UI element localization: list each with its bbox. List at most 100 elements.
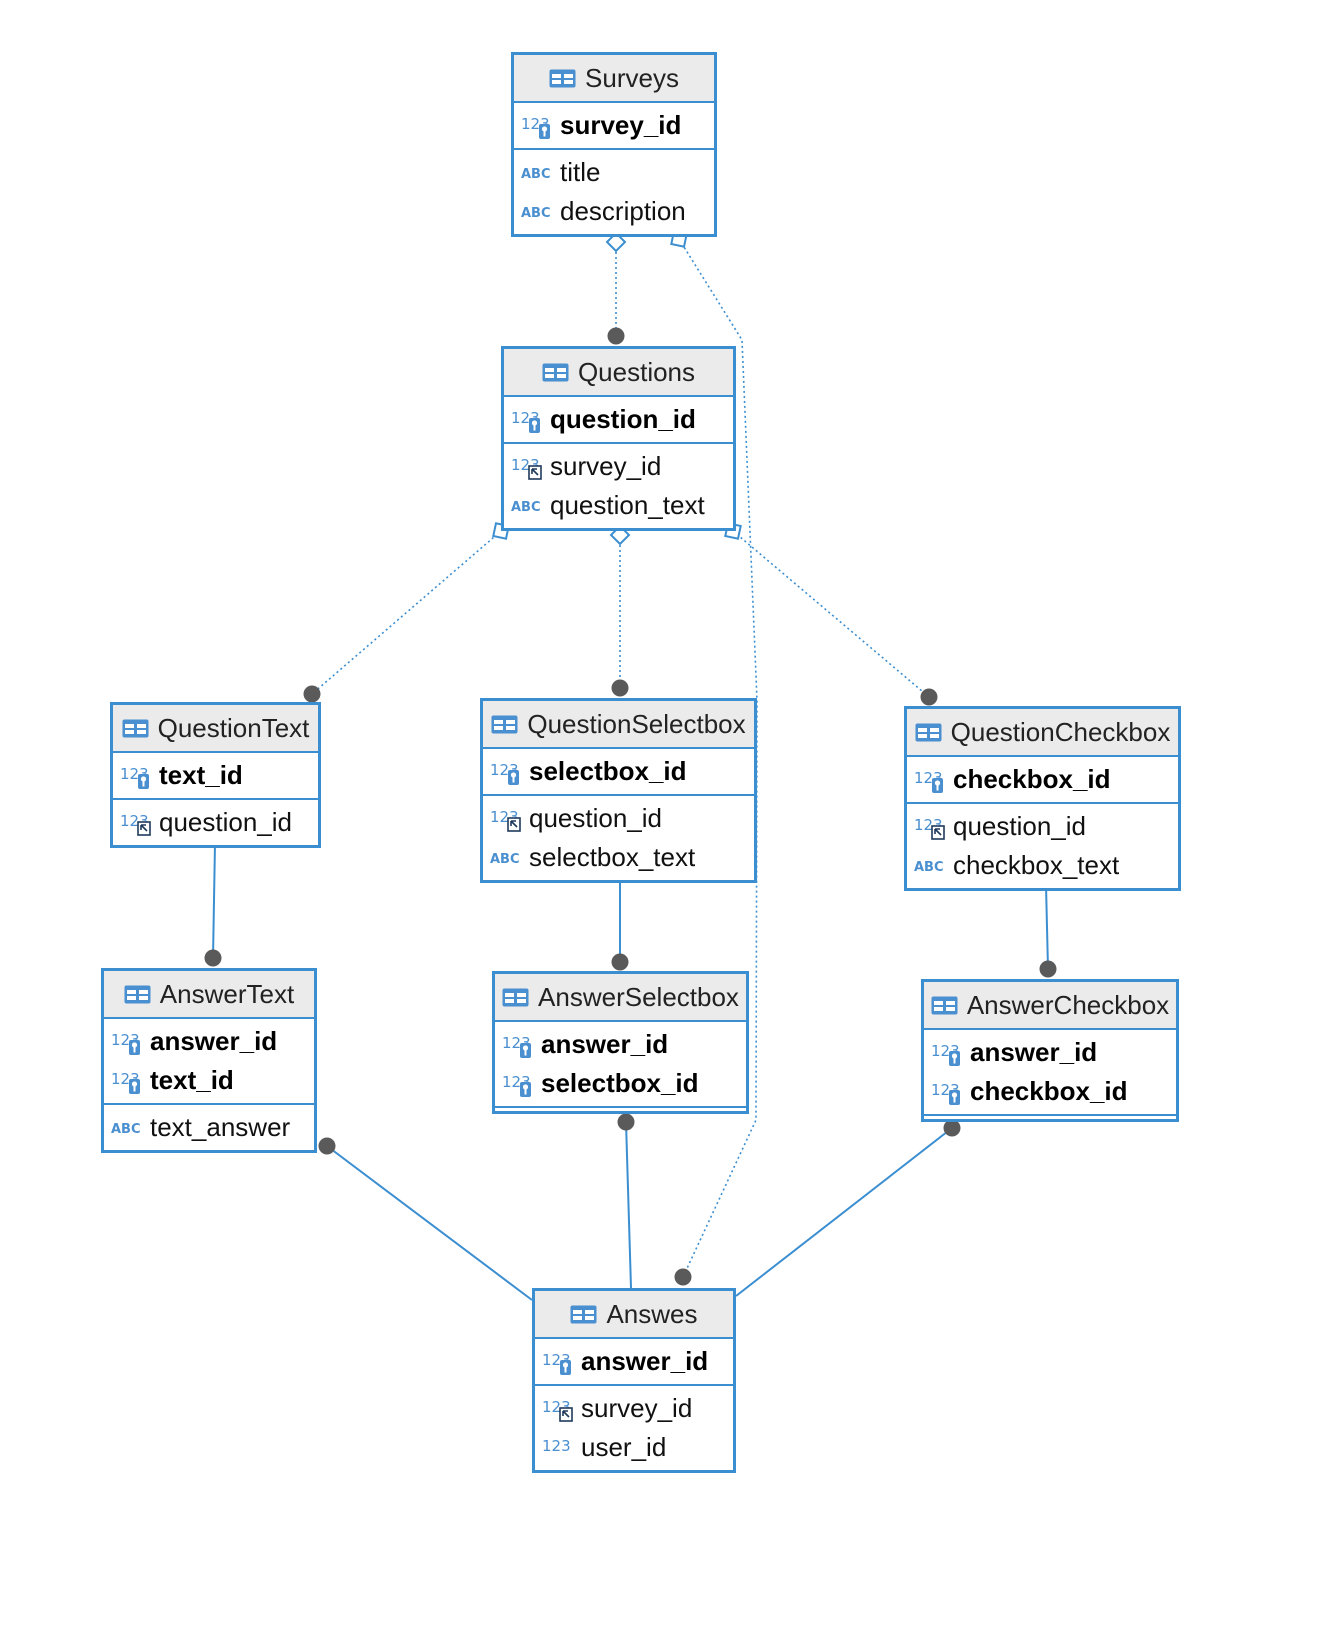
- relationship-answertext-answes[interactable]: [318, 1137, 533, 1301]
- relationship-answerselectbox-answes[interactable]: [617, 1113, 635, 1289]
- relationship-line[interactable]: [625, 1121, 632, 1289]
- entity-header[interactable]: QuestionText: [113, 705, 318, 753]
- table-grid-icon: [491, 715, 518, 734]
- relationship-questioncheckbox-answercheckbox[interactable]: [1039, 884, 1057, 978]
- svg-text:ABC: ABC: [914, 860, 944, 875]
- numeric-key-icon: 123: [930, 1039, 964, 1067]
- svg-text:ABC: ABC: [521, 167, 551, 182]
- entity-header[interactable]: Surveys: [514, 55, 714, 103]
- numeric-key-icon: 123: [510, 406, 544, 434]
- relationship-line[interactable]: [212, 842, 216, 959]
- svg-text:ABC: ABC: [511, 500, 541, 515]
- entity-header[interactable]: QuestionSelectbox: [483, 701, 754, 749]
- numeric-foreign-key-icon: 123: [913, 813, 947, 841]
- numeric-key-icon: 123: [119, 762, 153, 790]
- column-name: survey_id: [560, 110, 682, 140]
- numeric-key-icon: 123: [501, 1031, 535, 1059]
- entity-header[interactable]: AnswerCheckbox: [924, 982, 1176, 1030]
- svg-text:ABC: ABC: [521, 206, 551, 221]
- numeric-123-icon: 123: [541, 1434, 575, 1462]
- many-end-dot: [318, 1137, 336, 1155]
- entity-header[interactable]: Answes: [535, 1291, 733, 1339]
- relationship-line[interactable]: [311, 530, 502, 695]
- entity-header[interactable]: QuestionCheckbox: [907, 709, 1178, 757]
- relationship-questions-questiontext[interactable]: [303, 522, 510, 703]
- entity-header[interactable]: AnswerText: [104, 971, 314, 1019]
- relationship-questiontext-answertext[interactable]: [204, 842, 222, 967]
- entity-header[interactable]: AnswerSelectbox: [495, 974, 746, 1022]
- many-end-dot: [607, 327, 625, 345]
- relationship-questions-questionselectbox[interactable]: [609, 524, 631, 697]
- numeric-key-icon: 123: [489, 758, 523, 786]
- column-name: question_id: [159, 807, 292, 837]
- table-grid-icon: [931, 996, 958, 1015]
- entity-title: AnswerSelectbox: [538, 981, 739, 1012]
- column-name: answer_id: [581, 1346, 709, 1376]
- relationship-line[interactable]: [326, 1145, 533, 1301]
- many-end-dot: [611, 953, 629, 971]
- relationship-surveys-questions[interactable]: [605, 231, 627, 345]
- column-name: question_text: [550, 490, 705, 520]
- column-name: answer_id: [541, 1029, 669, 1059]
- relationship-answercheckbox-answes[interactable]: [735, 1119, 961, 1297]
- relationship-questionselectbox-answerselectbox[interactable]: [611, 877, 629, 971]
- relationship-line[interactable]: [1045, 884, 1049, 970]
- relationship-line[interactable]: [732, 530, 930, 698]
- relationship-questions-questioncheckbox[interactable]: [724, 522, 938, 706]
- svg-text:ABC: ABC: [111, 1122, 141, 1137]
- entity-header[interactable]: Questions: [504, 349, 733, 397]
- column-row[interactable]: ABC question_text: [504, 486, 733, 525]
- table-grid-icon: [542, 363, 569, 382]
- column-name: text_id: [159, 760, 243, 790]
- column-name: question_id: [550, 404, 696, 434]
- entity-title: AnswerCheckbox: [966, 989, 1170, 1020]
- many-end-dot: [617, 1113, 635, 1131]
- entity-title: QuestionCheckbox: [950, 716, 1171, 747]
- text-abc-icon: ABC: [110, 1114, 144, 1142]
- entity-title: Questions: [577, 356, 696, 387]
- relationship-line[interactable]: [735, 1127, 953, 1297]
- text-abc-icon: ABC: [520, 198, 554, 226]
- svg-text:123: 123: [542, 1437, 571, 1455]
- numeric-foreign-key-icon: 123: [510, 453, 544, 481]
- numeric-key-icon: 123: [520, 112, 554, 140]
